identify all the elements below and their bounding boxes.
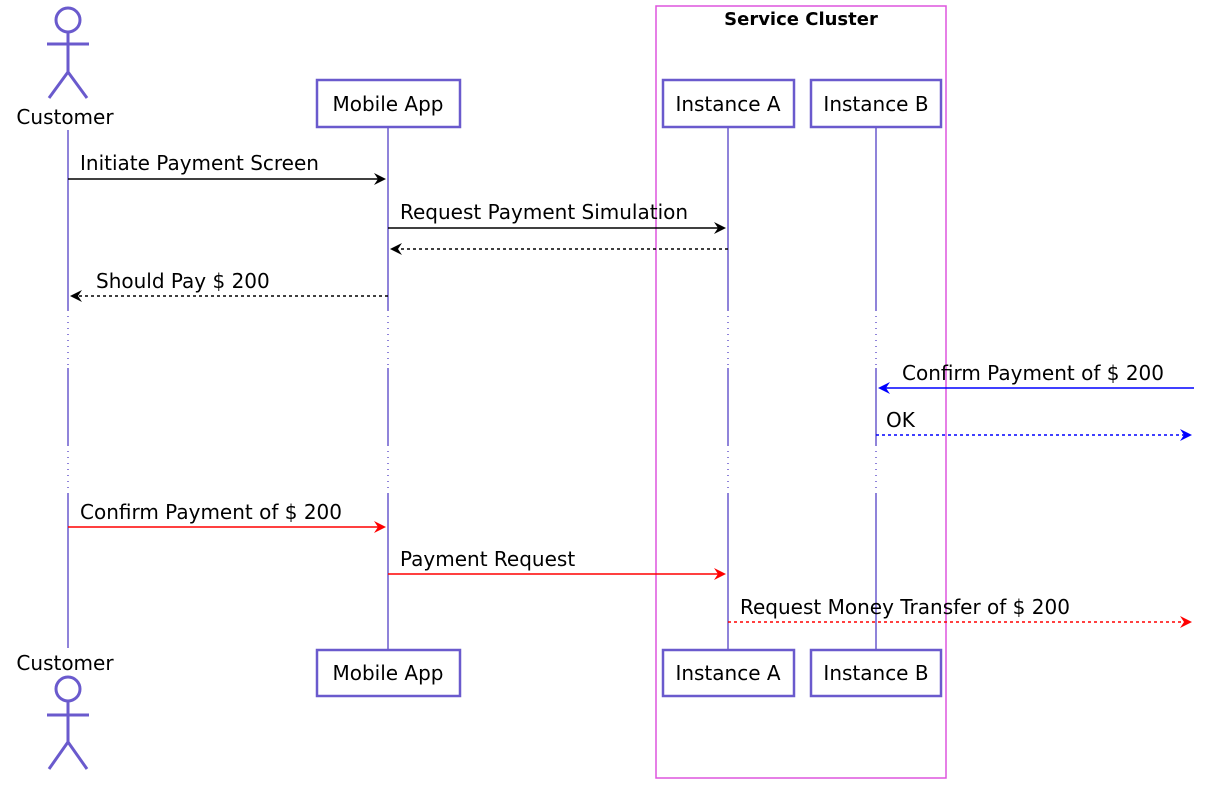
message-label-6: OK [886, 408, 916, 432]
message-label-7: Confirm Payment of $ 200 [80, 500, 342, 524]
participant-instance-b-label: Instance B [823, 92, 928, 116]
actor-label-top: Customer [16, 105, 114, 129]
actor-label-bottom: Customer [16, 651, 114, 675]
message-label-1: Initiate Payment Screen [80, 151, 319, 175]
actor-customer-bottom [47, 675, 89, 770]
participant-mobile-app-top: Mobile App [315, 78, 462, 129]
group-title: Service Cluster [724, 9, 878, 30]
participant-mobile-app-label: Mobile App [332, 92, 443, 116]
participant-instance-a-label: Instance A [675, 92, 780, 116]
participant-instance-b-top: Instance B [809, 78, 943, 129]
participant-mobile-app-label: Mobile App [332, 661, 443, 685]
participant-mobile-app-bottom: Mobile App [315, 648, 462, 698]
message-label-4: Should Pay $ 200 [96, 269, 270, 293]
participant-instance-a-bottom: Instance A [661, 648, 796, 698]
message-label-9: Request Money Transfer of $ 200 [740, 595, 1070, 619]
message-label-5: Confirm Payment of $ 200 [902, 361, 1164, 385]
participant-instance-b-bottom: Instance B [809, 648, 943, 698]
participant-instance-a-label: Instance A [675, 661, 780, 685]
message-label-8: Payment Request [400, 547, 575, 571]
participant-instance-a-top: Instance A [661, 78, 796, 129]
actor-customer-top [47, 6, 89, 99]
participant-instance-b-label: Instance B [823, 661, 928, 685]
group-service-cluster [655, 5, 947, 779]
message-label-2: Request Payment Simulation [400, 200, 688, 224]
